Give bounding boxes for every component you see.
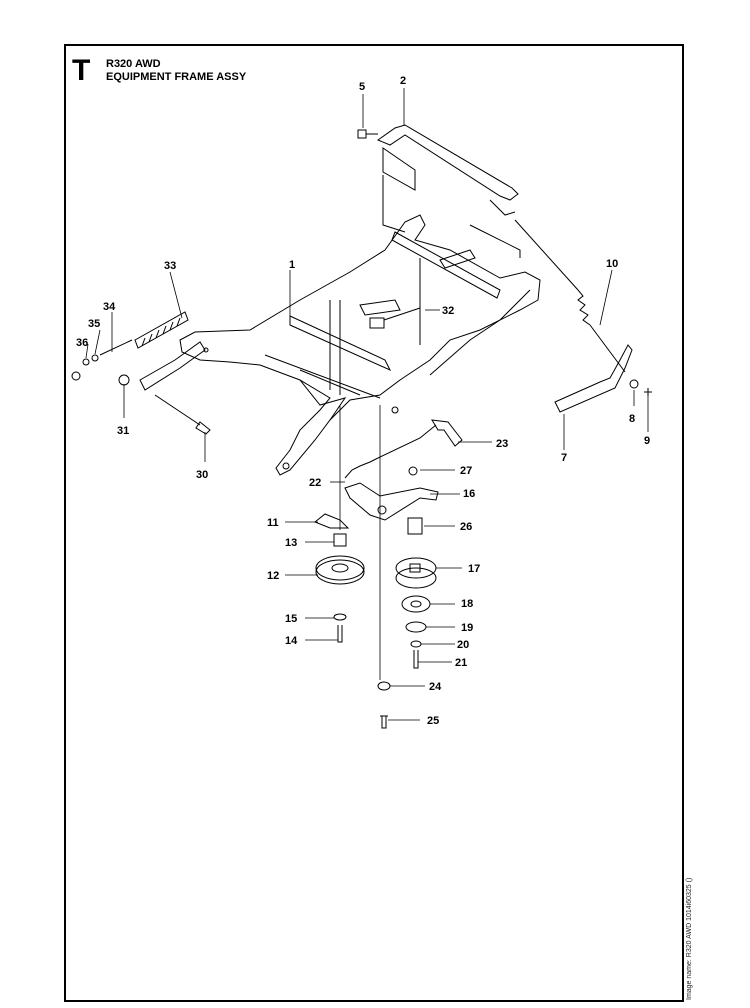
bearing-18 — [401, 595, 431, 613]
callout-13: 13 — [285, 537, 297, 549]
bracket-16 — [344, 482, 439, 521]
callout-25: 25 — [427, 715, 439, 727]
callout-23: 23 — [496, 438, 508, 450]
callout-12: 12 — [267, 570, 279, 582]
callout-19: 19 — [461, 622, 473, 634]
callout-24: 24 — [429, 681, 442, 693]
bolt-32 — [369, 307, 421, 329]
callout-22: 22 — [309, 477, 321, 489]
callout-16: 16 — [463, 488, 475, 500]
model-name: R320 AWD — [106, 58, 161, 70]
bolt-34-set — [71, 339, 133, 381]
callout-33: 33 — [164, 260, 176, 272]
bolt-21 — [413, 650, 419, 669]
callout-labels: 1 2 5 7 8 9 10 11 12 13 14 15 16 17 18 1… — [76, 75, 650, 727]
callout-5: 5 — [359, 81, 365, 93]
bushing-26 — [407, 517, 423, 535]
callout-35: 35 — [88, 318, 100, 330]
assembly-name: EQUIPMENT FRAME ASSY — [106, 71, 247, 83]
callout-14: 14 — [285, 635, 298, 647]
cable-22-23 — [344, 419, 463, 479]
page-border — [64, 44, 684, 1002]
washer-20 — [410, 640, 422, 648]
callout-9: 9 — [644, 435, 650, 447]
equipment-frame — [179, 214, 541, 476]
callout-8: 8 — [629, 413, 635, 425]
spring-10 — [514, 219, 626, 373]
bolt-30 — [154, 394, 211, 435]
bracket-11 — [314, 513, 350, 529]
washer-24 — [377, 681, 391, 691]
bolt-25 — [380, 715, 388, 729]
bolt-5 — [357, 129, 378, 139]
spring-33 — [134, 311, 206, 391]
callout-34: 34 — [103, 301, 116, 313]
callout-32: 32 — [442, 305, 454, 317]
pulley-17 — [395, 557, 437, 589]
callout-21: 21 — [455, 657, 467, 669]
spacer-19 — [405, 621, 427, 633]
nut-27 — [408, 466, 418, 476]
bushing-13 — [333, 533, 347, 547]
callout-36: 36 — [76, 337, 88, 349]
leader-lines — [85, 88, 649, 721]
callout-10: 10 — [606, 258, 618, 270]
callout-15: 15 — [285, 613, 297, 625]
callout-26: 26 — [460, 521, 472, 533]
callout-1: 1 — [289, 259, 295, 271]
callout-7: 7 — [561, 452, 567, 464]
callout-18: 18 — [461, 598, 473, 610]
callout-17: 17 — [468, 563, 480, 575]
washer-15 — [333, 613, 347, 621]
pulley-12 — [315, 555, 365, 585]
bolt-14 — [337, 625, 343, 643]
nut-31 — [118, 374, 130, 386]
callout-11: 11 — [267, 517, 279, 529]
callout-2: 2 — [400, 75, 406, 87]
callout-30: 30 — [196, 469, 208, 481]
callout-31: 31 — [117, 425, 129, 437]
rod-assembly — [376, 124, 521, 258]
diagram-title: R320 AWD EQUIPMENT FRAME ASSY — [106, 58, 246, 84]
lever-7 — [554, 344, 652, 413]
section-letter: T — [72, 54, 91, 87]
callout-20: 20 — [457, 639, 469, 651]
callout-27: 27 — [460, 465, 472, 477]
